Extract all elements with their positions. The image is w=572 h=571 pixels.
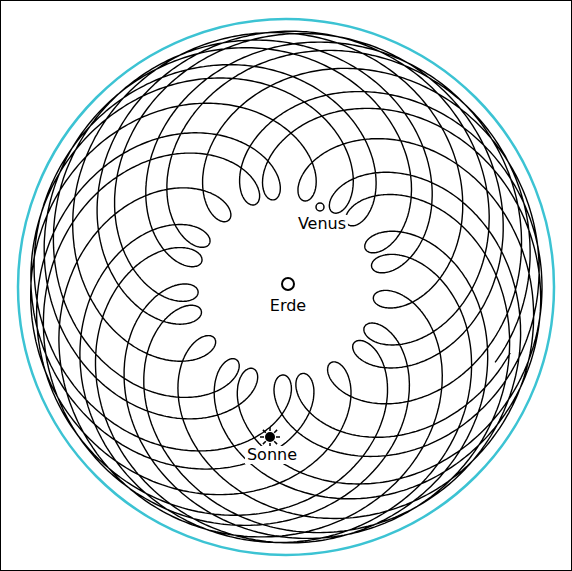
sun-disc [265,432,275,442]
curve-line [31,31,542,543]
planet-label: Venus [296,215,348,233]
sun-symbol [260,427,280,447]
sun-ray [263,430,266,433]
earth-symbol [282,278,294,290]
sun-rays [260,427,280,447]
sun-ray [263,441,266,444]
venus-symbol [316,203,324,211]
outer-circle [18,19,554,555]
venus-path [31,31,542,543]
sun-ray [274,430,277,433]
sun-ray [274,441,277,444]
sun-ray [269,427,271,431]
planet-label: Sonne [245,446,299,464]
sun-ray [260,436,264,438]
planet-label: Erde [268,297,308,315]
sun-ray [276,436,280,438]
